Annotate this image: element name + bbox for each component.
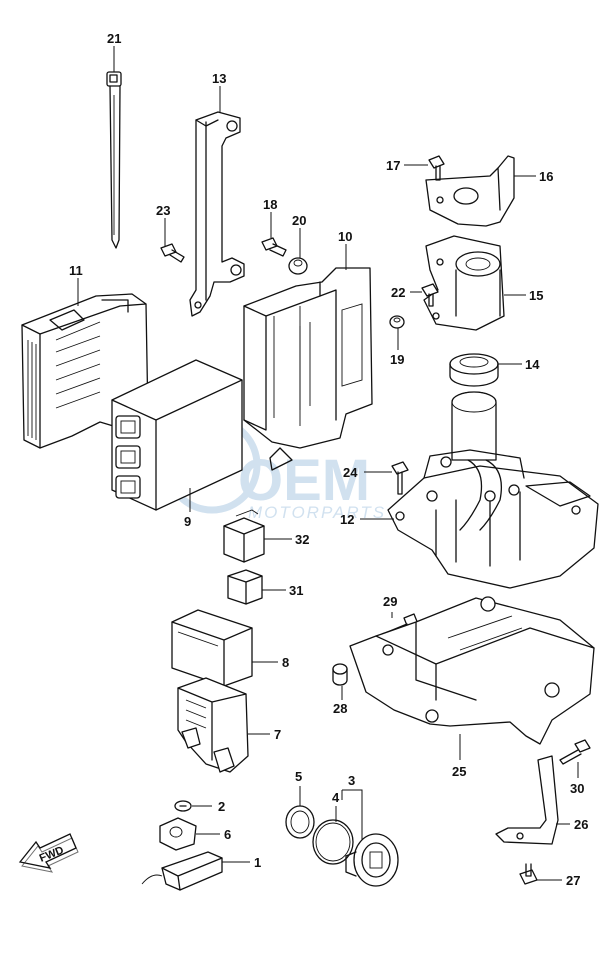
part-14-seal [449,353,499,387]
leader-lines [77,46,579,881]
callout-19: 19 [390,352,404,367]
callout-22: 22 [391,285,405,300]
watermark-subtitle: MOTORPARTS [248,503,386,522]
part-17-bolt [428,155,445,181]
callout-31: 31 [289,583,303,598]
callout-14: 14 [525,357,540,372]
callout-labels: 21 13 23 18 20 10 11 19 9 17 16 22 15 14… [69,31,588,888]
part-22-bolt [421,283,439,307]
callout-16: 16 [539,169,553,184]
callout-23: 23 [156,203,170,218]
callout-15: 15 [529,288,543,303]
part-8-cover [171,609,253,687]
part-4-oring [312,819,354,865]
callout-25: 25 [452,764,466,779]
callout-11: 11 [69,263,83,278]
part-10-bracket [243,267,373,471]
part-30-bolt [559,739,591,765]
part-26-stay [495,755,559,845]
part-23-bolt [160,243,185,263]
part-7-regulator [177,677,249,773]
callout-12: 12 [340,512,354,527]
callout-24: 24 [343,465,358,480]
callout-32: 32 [295,532,309,547]
callout-6: 6 [224,827,231,842]
watermark-brand: OEM [238,448,370,513]
part-9-ecm [111,359,243,511]
callout-26: 26 [574,817,588,832]
callout-3: 3 [348,773,355,788]
callout-4: 4 [332,790,340,805]
callout-20: 20 [292,213,306,228]
callout-5: 5 [295,769,302,784]
callout-21: 21 [107,31,121,46]
callout-13: 13 [212,71,226,86]
part-2-screw [174,800,192,812]
callout-2: 2 [218,799,225,814]
part-27-bolt [519,863,538,885]
callout-27: 27 [566,873,580,888]
part-12-actuator [387,391,599,589]
part-6-clamp [159,817,197,851]
part-1-connector [141,851,223,891]
callout-18: 18 [263,197,277,212]
part-25-bracket [349,596,595,745]
part-31-relay [227,569,263,605]
part-13-bracket [189,111,245,317]
part-28-collar [332,663,348,686]
callout-9: 9 [184,514,191,529]
callout-7: 7 [274,727,281,742]
part-20-grommet [288,257,308,275]
callout-30: 30 [570,781,584,796]
part-21-cable-tie [106,71,122,249]
part-3-plug [345,833,399,887]
callout-17: 17 [386,158,400,173]
fwd-direction-badge: FWD [18,833,79,873]
callout-1: 1 [254,855,261,870]
part-5-ring [285,805,315,839]
part-32-relay [223,509,265,563]
callout-8: 8 [282,655,289,670]
part-15-housing [423,235,505,331]
callout-28: 28 [333,701,347,716]
callout-10: 10 [338,229,352,244]
part-18-bolt [261,237,287,257]
part-19-washer [389,315,405,329]
part-16-plate [425,155,515,227]
callout-29: 29 [383,594,397,609]
part-24-bolt [391,461,409,495]
